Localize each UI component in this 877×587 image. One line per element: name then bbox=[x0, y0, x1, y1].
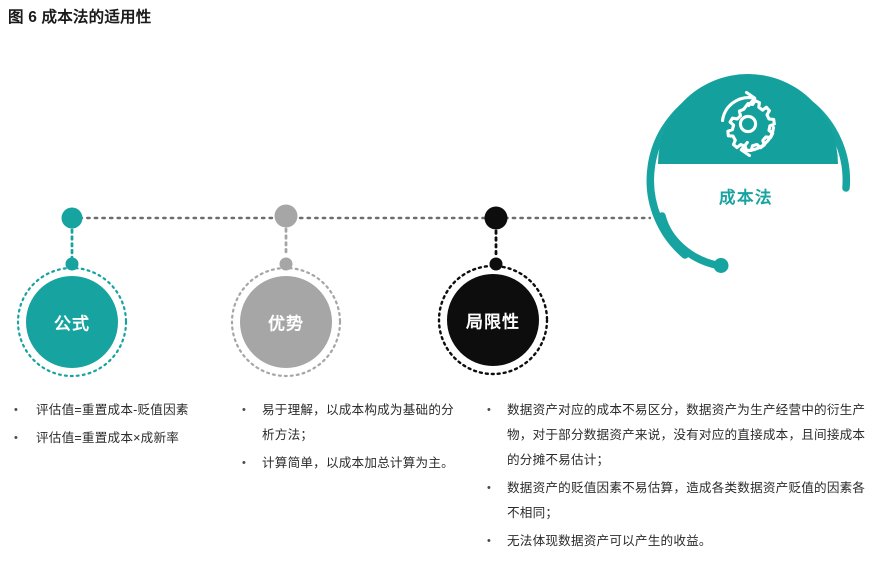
bullet-text: 无法体现数据资产可以产生的收益。 bbox=[507, 534, 712, 548]
bullet-text: 计算简单，以成本加总计算为主。 bbox=[262, 456, 454, 470]
list-item: • 数据资产的贬值因素不易估算，造成各类数据资产贬值的因素各不相同； bbox=[486, 476, 876, 526]
infographic-svg bbox=[16, 74, 851, 378]
hub-label: 成本法 bbox=[719, 189, 773, 207]
gear-cycle-icon bbox=[720, 90, 776, 158]
list-item: • 计算简单，以成本加总计算为主。 bbox=[241, 451, 456, 476]
bullet-marker: • bbox=[487, 482, 491, 494]
list-item: • 无法体现数据资产可以产生的收益。 bbox=[486, 529, 876, 554]
hub-arc-end-dot bbox=[713, 258, 729, 273]
node-advantage-spine-dot bbox=[274, 204, 298, 228]
node-limitation-disc[interactable] bbox=[447, 274, 539, 366]
node-advantage-disc[interactable] bbox=[240, 276, 332, 368]
node-formula-spine-dot bbox=[61, 207, 83, 229]
node-advantage-dotted-ring bbox=[230, 266, 342, 378]
diagram-canvas: 公式 优势 局限性 成本法 bbox=[16, 74, 851, 378]
node-limitation-ring-dot bbox=[489, 257, 503, 271]
bullet-marker: • bbox=[487, 535, 491, 547]
bullet-text: 易于理解，以成本构成为基础的分析方法； bbox=[262, 403, 454, 442]
bullet-column-limitation: • 数据资产对应的成本不易区分，数据资产为生产经营中的衍生产物，对于部分数据资产… bbox=[486, 398, 876, 557]
bullet-marker: • bbox=[14, 432, 18, 444]
node-formula-disc[interactable] bbox=[26, 276, 118, 368]
list-item: • 数据资产对应的成本不易区分，数据资产为生产经营中的衍生产物，对于部分数据资产… bbox=[486, 398, 876, 473]
bullet-text: 数据资产对应的成本不易区分，数据资产为生产经营中的衍生产物，对于部分数据资产来说… bbox=[507, 403, 866, 467]
bullet-column-formula: • 评估值=重置成本-贬值因素 • 评估值=重置成本×成新率 bbox=[14, 398, 229, 454]
hub-half-disc bbox=[658, 74, 838, 164]
list-item: • 评估值=重置成本×成新率 bbox=[14, 426, 229, 451]
page-title: 图 6 成本法的适用性 bbox=[8, 9, 152, 26]
node-formula-dotted-ring bbox=[16, 266, 128, 378]
bullet-marker: • bbox=[14, 404, 18, 416]
bullet-column-advantage: • 易于理解，以成本构成为基础的分析方法； • 计算简单，以成本加总计算为主。 bbox=[241, 398, 456, 479]
node-limitation-dotted-ring bbox=[437, 264, 549, 376]
hub-tail-arc bbox=[658, 212, 720, 269]
bullet-text: 评估值=重置成本×成新率 bbox=[36, 431, 180, 445]
list-item: • 评估值=重置成本-贬值因素 bbox=[14, 398, 229, 423]
node-limitation-spine-dot bbox=[484, 206, 508, 230]
list-item: • 易于理解，以成本构成为基础的分析方法； bbox=[241, 398, 456, 448]
bullet-marker: • bbox=[242, 404, 246, 416]
bullet-marker: • bbox=[242, 457, 246, 469]
bullet-marker: • bbox=[487, 404, 491, 416]
bullet-text: 数据资产的贬值因素不易估算，造成各类数据资产贬值的因素各不相同； bbox=[507, 481, 866, 520]
bullet-text: 评估值=重置成本-贬值因素 bbox=[36, 403, 189, 417]
